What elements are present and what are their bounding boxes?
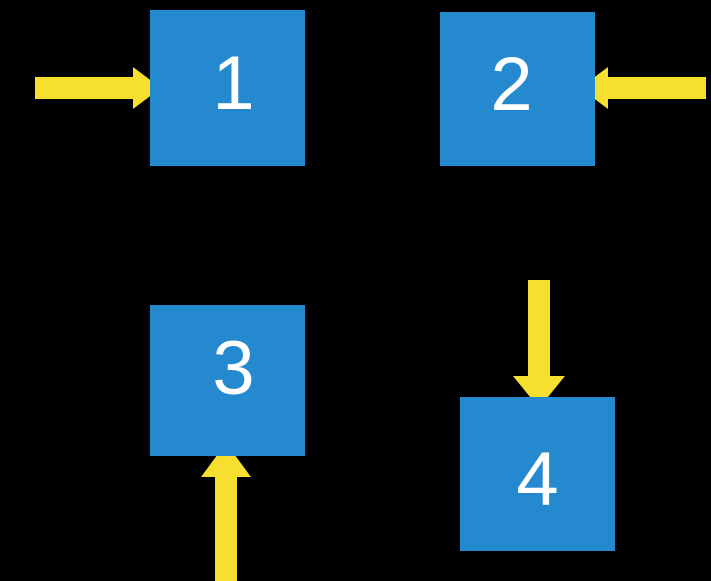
arrow-down-icon <box>513 280 565 408</box>
arrow-left-icon <box>580 67 706 109</box>
node-box-3[interactable]: 3 <box>150 305 305 456</box>
node-box-4[interactable]: 4 <box>460 397 615 551</box>
arrow-right-icon <box>35 67 161 109</box>
node-label-4: 4 <box>516 437 559 522</box>
arrow-up-icon <box>201 443 251 581</box>
node-label-2: 2 <box>490 42 533 127</box>
node-box-1[interactable]: 1 <box>150 10 305 166</box>
node-label-1: 1 <box>212 41 255 126</box>
node-box-2[interactable]: 2 <box>440 12 595 166</box>
node-label-3: 3 <box>212 325 255 411</box>
